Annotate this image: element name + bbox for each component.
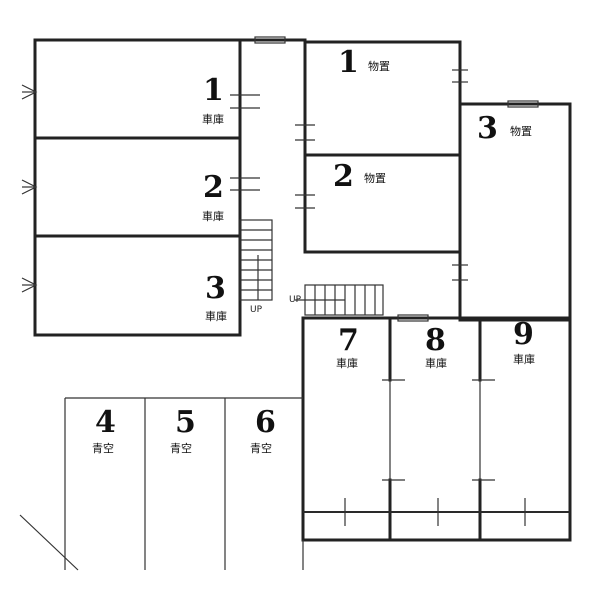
garage-1-label: 車庫 — [202, 112, 224, 126]
window-mark — [254, 36, 286, 44]
open-5-number: 5 — [175, 405, 196, 440]
left-garage-block — [21, 38, 260, 337]
garage-3-number: 3 — [205, 271, 226, 306]
garage-7-label: 車庫 — [336, 356, 358, 370]
storage-1-label: 物置 — [368, 59, 390, 73]
open-parking-block — [19, 397, 304, 571]
storage-3-outline — [458, 102, 572, 322]
garage-9-number: 9 — [513, 317, 534, 352]
window-mark — [397, 314, 429, 322]
garage-8-label: 車庫 — [425, 356, 447, 370]
right-garage-block — [301, 314, 572, 542]
open-5-label: 青空 — [170, 441, 192, 455]
storage-1-number: 1 — [338, 45, 359, 80]
storage-block — [295, 40, 468, 254]
stair-left-up-label: UP — [250, 305, 263, 315]
storage-3-number: 3 — [477, 111, 498, 146]
stair-right — [295, 284, 384, 316]
open-6-label: 青空 — [250, 441, 272, 455]
stair-left — [239, 219, 273, 301]
storage-outline — [303, 40, 462, 254]
stair-right-up-label: UP — [289, 295, 302, 305]
storage-3-label: 物置 — [510, 124, 532, 138]
garage-7-number: 7 — [338, 323, 359, 358]
open-4-number: 4 — [95, 405, 116, 440]
storage-2-number: 2 — [333, 159, 354, 194]
garage-1-number: 1 — [203, 73, 224, 108]
garage-9-label: 車庫 — [513, 352, 535, 366]
open-6-number: 6 — [255, 405, 276, 440]
open-4-label: 青空 — [92, 441, 114, 455]
storage-3-block — [452, 100, 572, 322]
right-garage-outline — [301, 316, 572, 542]
garage-3-label: 車庫 — [205, 309, 227, 323]
garage-2-label: 車庫 — [202, 209, 224, 223]
garage-2-number: 2 — [203, 170, 224, 205]
window-mark — [507, 100, 539, 108]
site-boundary — [19, 514, 79, 571]
storage-2-label: 物置 — [364, 171, 386, 185]
garage-8-number: 8 — [425, 323, 446, 358]
